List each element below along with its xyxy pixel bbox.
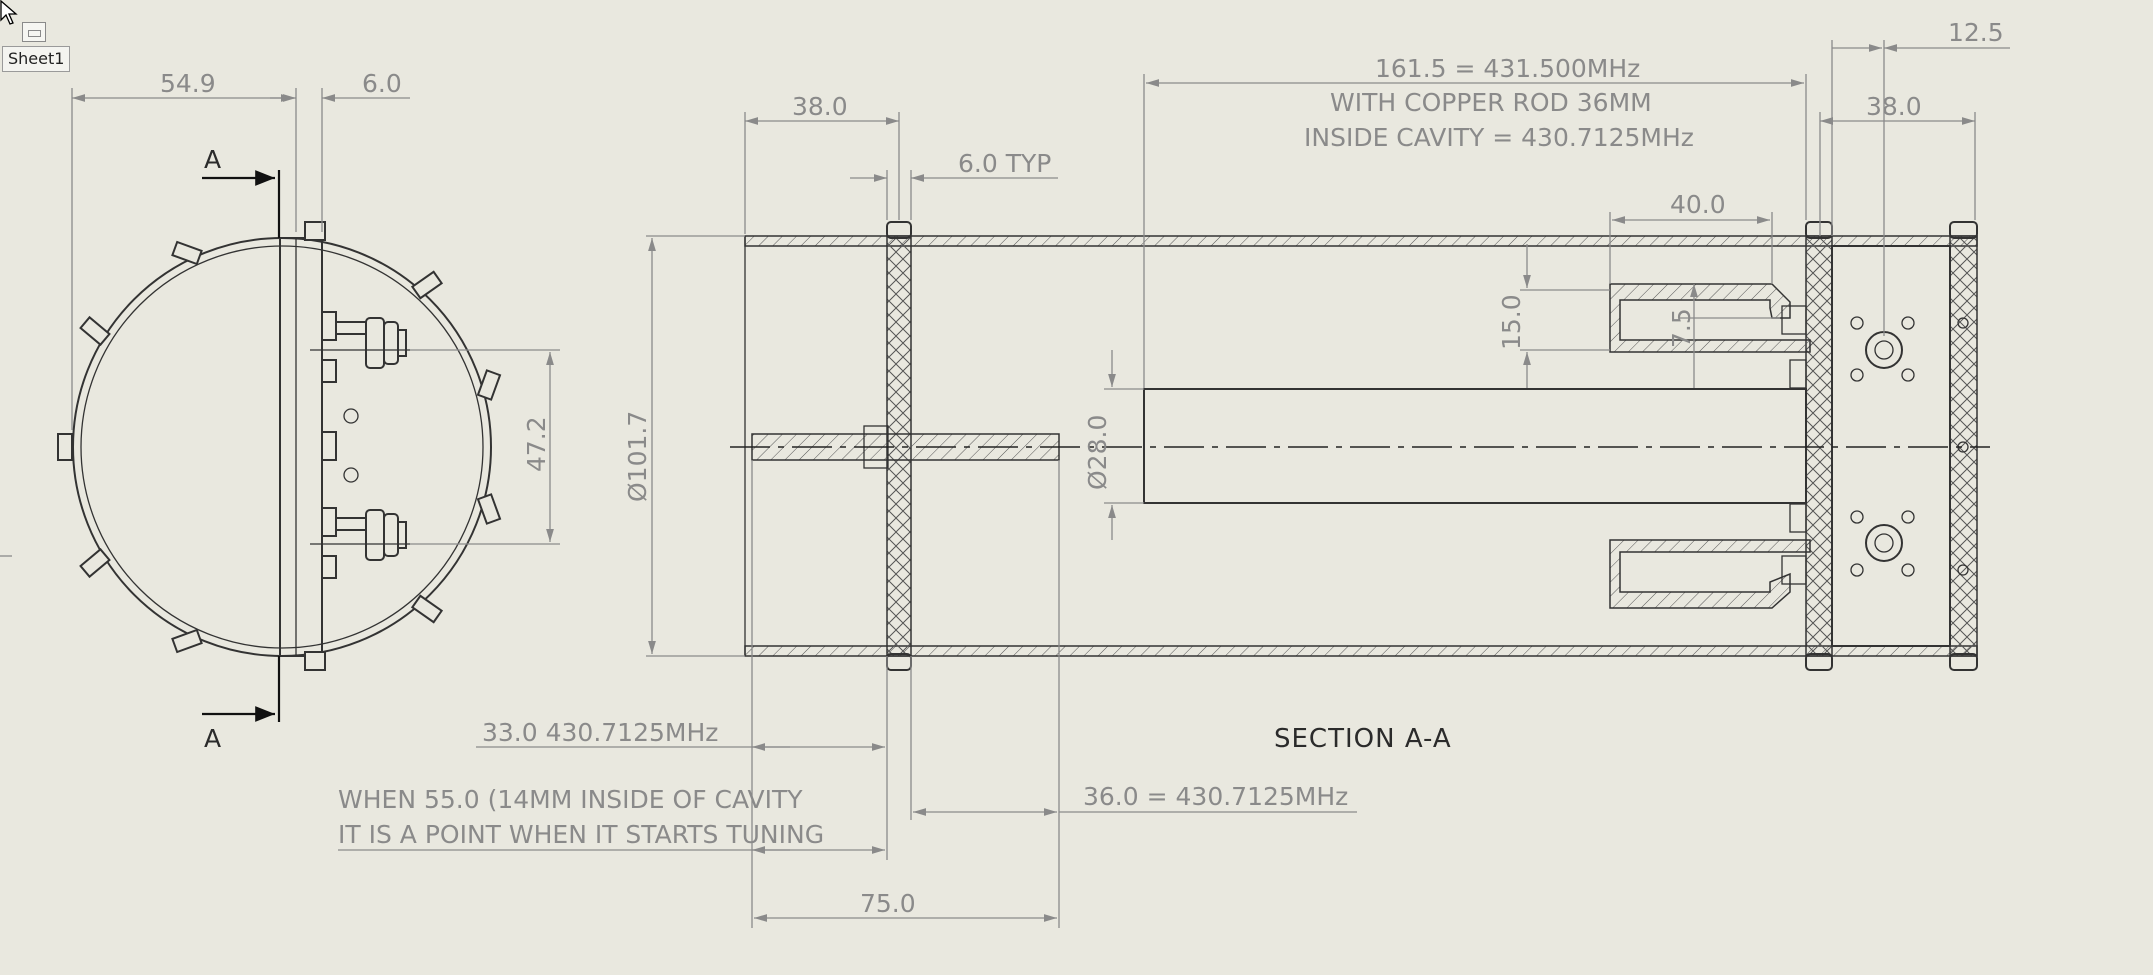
dim-tuning-36: 36.0 = 430.7125MHz <box>1083 782 1348 811</box>
dim-rod-diameter: Ø28.0 <box>1083 415 1112 490</box>
dim-left-cap: 38.0 <box>792 92 848 121</box>
bolt-tabs <box>57 221 502 671</box>
section-view: 38.0 6.0 TYP 161.5 = 431.500MHz WITH COP… <box>338 18 2010 928</box>
dim-port-spacing: 47.2 <box>522 416 551 472</box>
end-connectors <box>321 311 407 579</box>
copper-rod <box>1143 388 1807 504</box>
dim-loop-height: 15.0 <box>1497 294 1526 350</box>
dim-right-cap: 38.0 <box>1866 92 1922 121</box>
coupling-loop-bottom <box>1609 539 1811 609</box>
note-tuning-line1: WHEN 55.0 (14MM INSIDE OF CAVITY <box>338 785 803 814</box>
dim-tuning-75: 75.0 <box>860 889 916 918</box>
dim-loop-gap: 7.5 <box>1667 308 1696 348</box>
cavity-wall-top <box>744 235 1978 247</box>
end-flange-plate <box>279 237 323 657</box>
dim-right-offset: 12.5 <box>1948 18 2004 47</box>
dim-cavity-diameter: Ø101.7 <box>623 411 652 502</box>
dim-end-width: 54.9 <box>160 69 216 98</box>
section-label-top: A <box>204 145 221 174</box>
note-tuning-line2: IT IS A POINT WHEN IT STARTS TUNING <box>338 820 824 849</box>
section-label-bottom: A <box>204 724 221 753</box>
dim-plate-typ: 6.0 TYP <box>958 149 1051 178</box>
dim-end-flange: 6.0 <box>362 69 402 98</box>
cavity-outer-circle <box>72 237 492 657</box>
arrow-pointer-icon <box>0 0 18 25</box>
sheet-tab[interactable]: Sheet1 <box>2 46 71 72</box>
dim-loop-width: 40.0 <box>1670 190 1726 219</box>
end-view: A A 54.9 6.0 47.2 <box>57 69 560 753</box>
note-inside-cavity: INSIDE CAVITY = 430.7125MHz <box>1304 123 1694 152</box>
section-title: SECTION A-A <box>1274 724 1452 754</box>
coupling-loop-top <box>1609 283 1811 353</box>
dim-rod-length: 161.5 = 431.500MHz <box>1375 54 1640 83</box>
dim-tuning-33: 33.0 430.7125MHz <box>482 718 718 747</box>
sheet-icon[interactable] <box>22 22 46 42</box>
cavity-inner-circle <box>80 245 484 649</box>
right-plate-inner <box>1805 235 1833 657</box>
note-copper-rod: WITH COPPER ROD 36MM <box>1330 88 1652 117</box>
cavity-wall-bottom <box>744 645 1978 657</box>
right-plate-outer <box>1949 235 1978 657</box>
